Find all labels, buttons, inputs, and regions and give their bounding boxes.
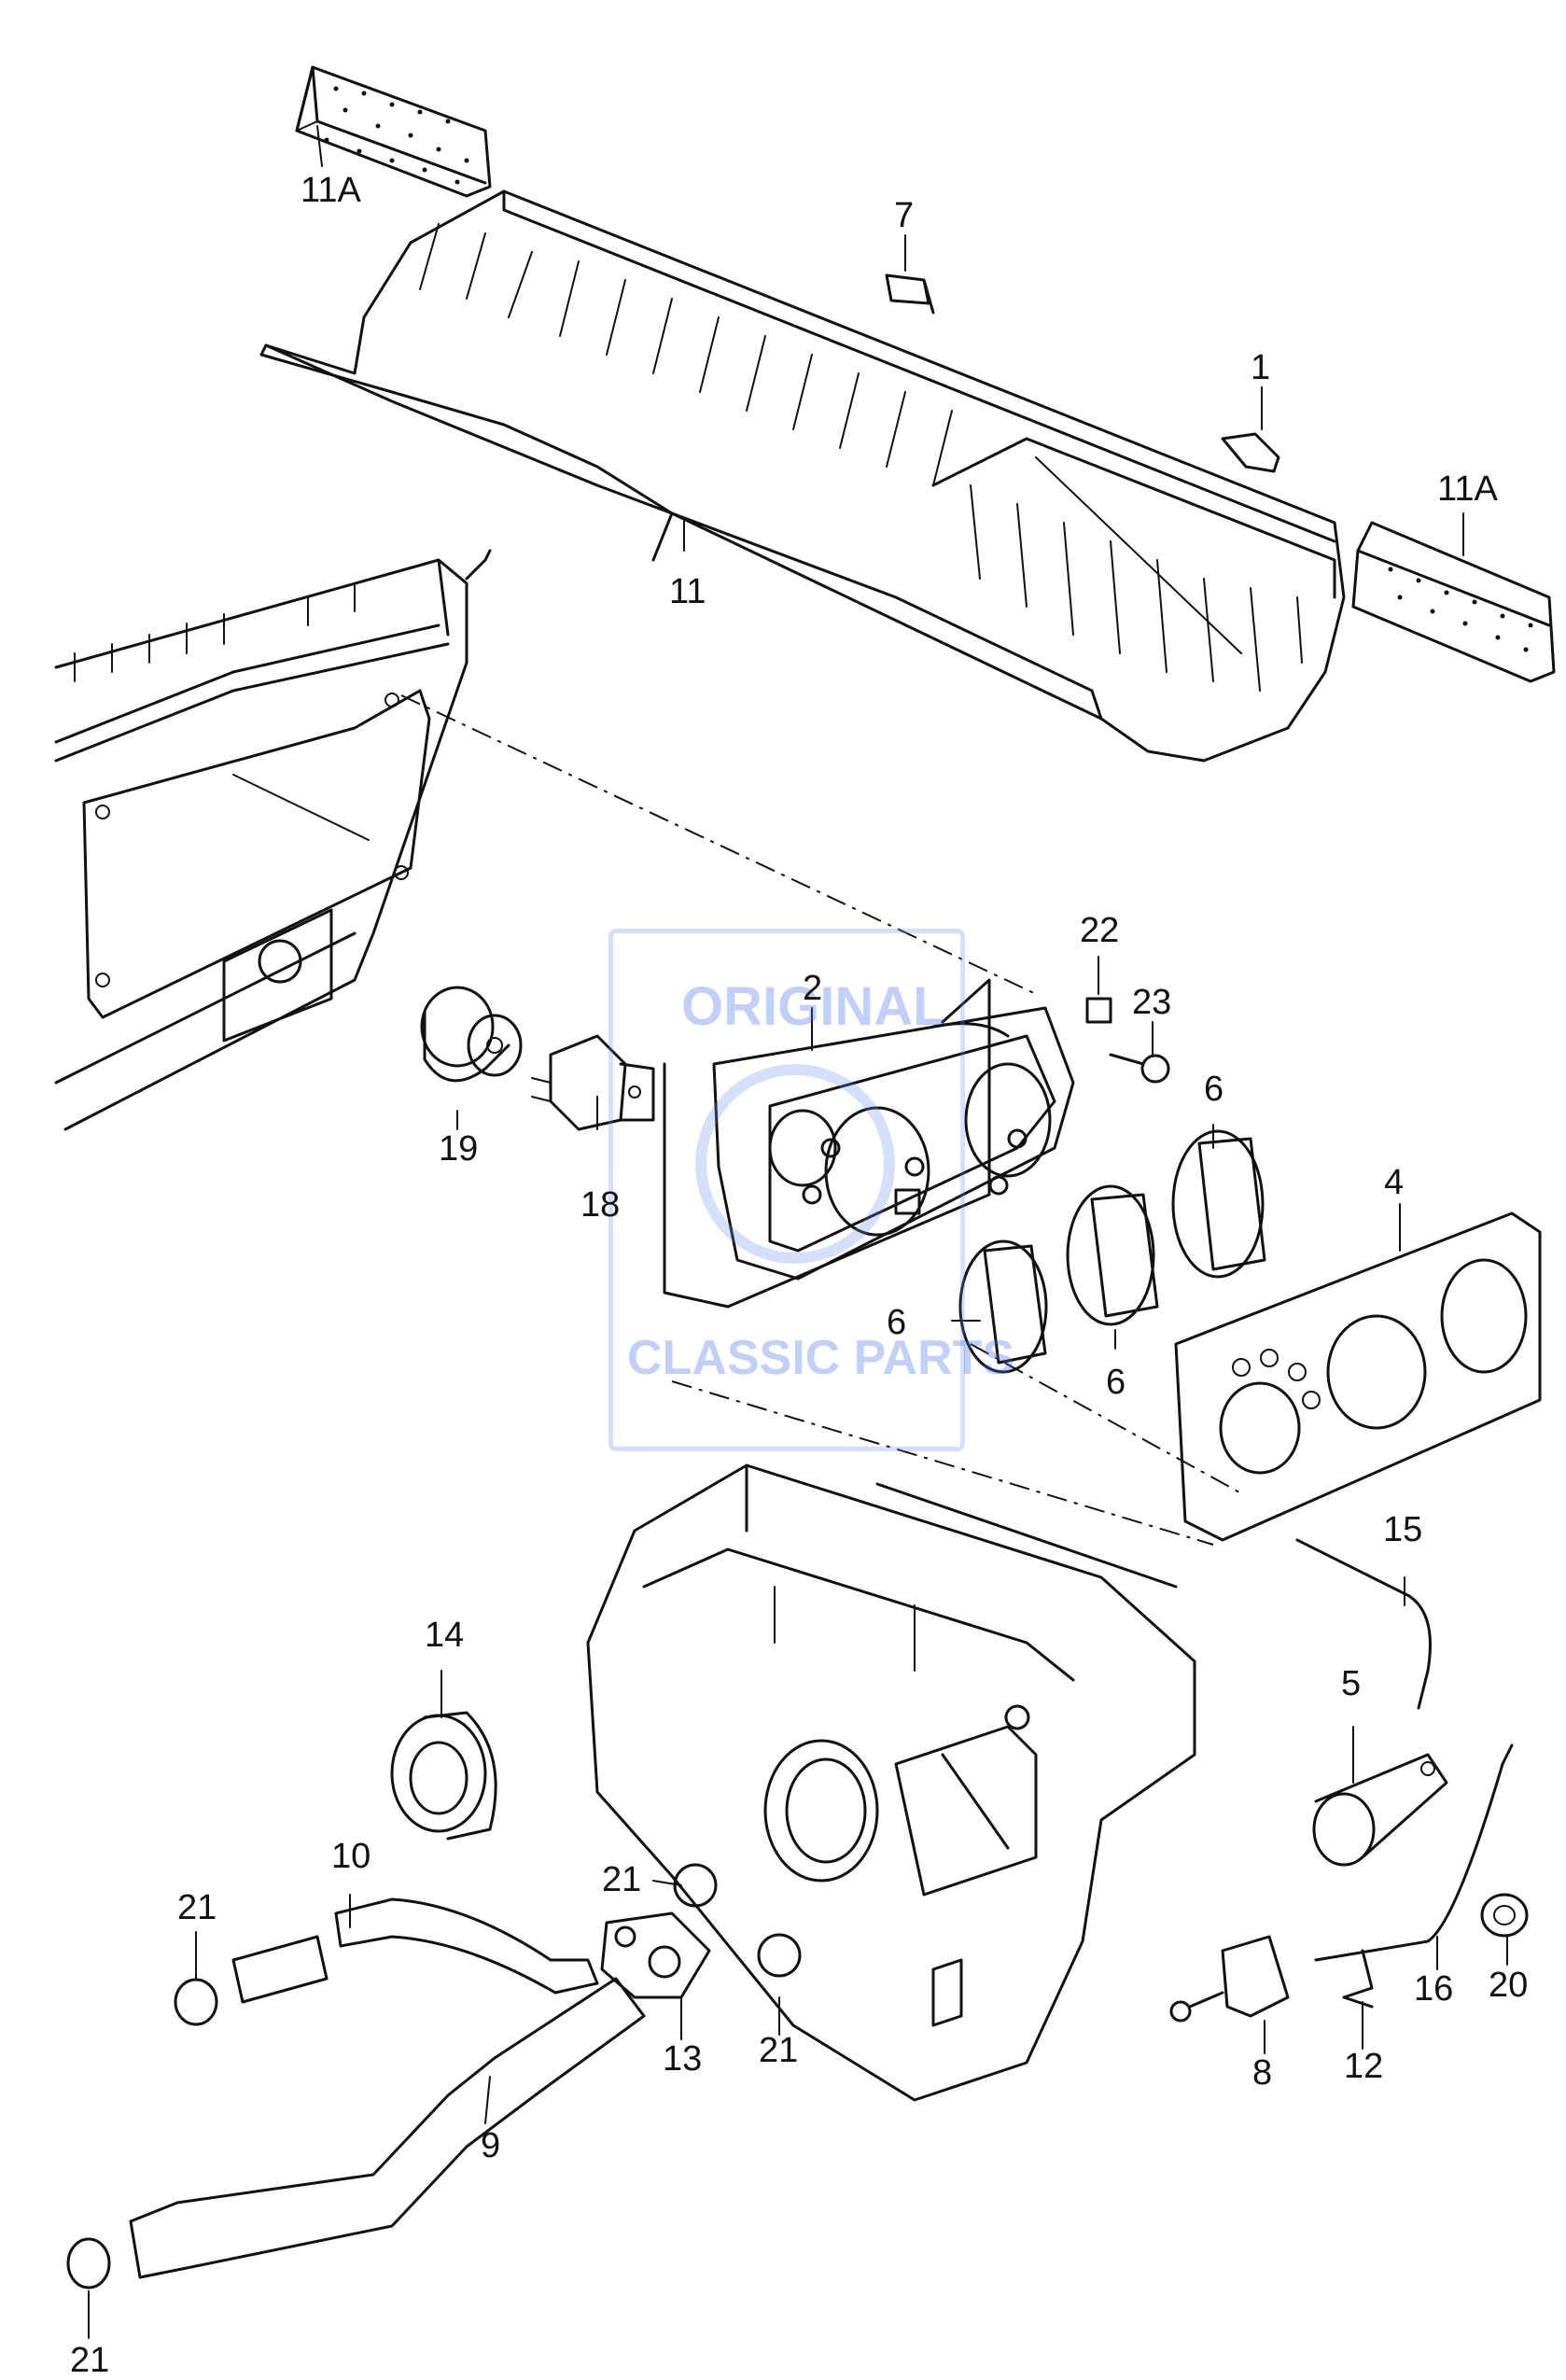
callout-9: 9 [481,2126,501,2165]
part-20-grommet [1480,1893,1529,1938]
callout-1: 1 [1251,348,1271,387]
callout-11: 11 [669,572,706,611]
watermark-classic-parts-text: CLASSIC PARTS [627,1331,1015,1385]
part-11-plenum-panel [259,189,1346,763]
part-14-grommet [390,1711,497,1841]
callout-2: 2 [803,969,823,1008]
callout-20: 20 [1489,1966,1529,2005]
heater-box-assembly [586,1463,1196,2102]
part-16-cable [1314,1743,1514,1962]
part-6-knob-c [958,1239,1048,1374]
callout-4: 4 [1384,1163,1405,1202]
part-4-facia-panel [1174,1211,1542,1542]
part-5-lever [1312,1753,1448,1867]
callout-11a-right: 11A [1437,469,1498,509]
callout-leaders [88,125,1508,2339]
part-21-clamp-d [66,2237,111,2289]
callout-7: 7 [894,196,915,235]
callout-6-left: 6 [887,1303,907,1342]
part-6-knob-b [1066,1184,1159,1326]
part-21-clamp-a [174,1978,218,2026]
callout-8: 8 [1252,2053,1273,2093]
part-15-cable [1295,1538,1432,1710]
part-13-flange [600,1911,711,1999]
watermark-frame [608,929,965,1451]
part-9-hose [129,1977,646,2279]
part-21-clamp-c [757,1933,802,1978]
callout-16: 16 [1414,1969,1454,2009]
watermark-original-text: ORIGINAL [681,976,946,1037]
callout-15: 15 [1383,1510,1423,1549]
part-8-valve [1169,1935,1290,2023]
part-18-switch [531,1034,655,1131]
part-19-knob [420,986,523,1083]
dashboard-body-section [54,549,492,1131]
callout-11a-left: 11A [301,171,361,210]
callout-21-upper: 21 [602,1860,642,1899]
part-11a-strip-left [295,65,492,198]
callout-21-left: 21 [177,1888,217,1927]
part-7-clip [885,273,935,315]
part-11a-strip-right [1351,521,1556,683]
callout-13: 13 [663,2039,703,2079]
part-10-hose [231,1897,599,2004]
part-22-clip-nut [1085,997,1112,1024]
vw-logo-watermark [695,1064,895,1264]
callout-5: 5 [1341,1664,1362,1703]
callout-22: 22 [1080,911,1120,950]
part-21-clamp-b [673,1863,718,1908]
callout-14: 14 [425,1616,465,1655]
callout-6-bottom: 6 [1106,1363,1126,1402]
callout-18: 18 [580,1185,621,1225]
callout-12: 12 [1344,2047,1384,2086]
callout-6-top: 6 [1204,1070,1224,1109]
part-12-clip [1342,1949,1374,2009]
callout-23: 23 [1132,983,1172,1022]
part-1-clip [1221,432,1280,473]
part-6-knob-a [1171,1129,1266,1279]
callout-21-bottom: 21 [70,2341,110,2380]
part-23-screw [1109,1053,1170,1084]
callout-21-right: 21 [759,2031,799,2070]
callout-10: 10 [331,1837,371,1876]
callout-19: 19 [439,1129,479,1169]
assembly-leader-line-2 [671,1380,1214,1546]
